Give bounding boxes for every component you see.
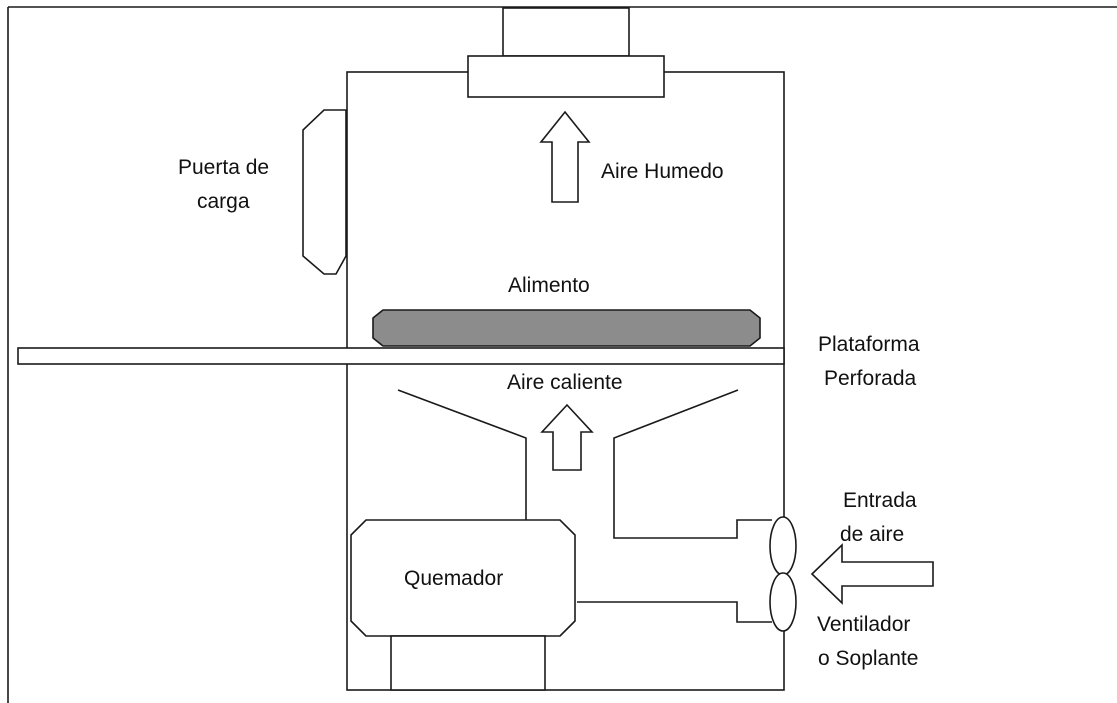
burner [350,519,576,637]
humid-air-label: Aire Humedo [601,160,724,183]
loading-door-label-2: carga [197,190,250,213]
fan-label-2: o Soplante [818,647,918,670]
food-tray [372,309,761,347]
left-duct [397,389,527,520]
exhaust-outlet [502,7,630,57]
burner-to-fan-duct [577,601,772,623]
air-inlet-label: Entrada [843,489,917,512]
fan-label: Ventilador [817,613,910,636]
humid-air-arrow [539,110,591,203]
right-duct [613,389,772,539]
hot-air-label: Aire caliente [507,371,623,394]
burner-label: Quemador [404,567,503,590]
platform-label-2: Perforada [824,367,917,390]
fan-lower [769,572,797,632]
air-inlet-label-2: de aire [840,523,904,546]
air-intake-arrow [810,543,934,605]
food-label: Alimento [508,274,590,297]
loading-door [302,109,347,275]
platform-label: Plataforma [818,333,920,356]
fan-upper [769,516,797,576]
exhaust-base [467,55,665,98]
perforated-platform [17,347,785,365]
burner-base [390,635,546,691]
hot-air-arrow [540,403,594,471]
loading-door-label: Puerta de [178,156,269,179]
